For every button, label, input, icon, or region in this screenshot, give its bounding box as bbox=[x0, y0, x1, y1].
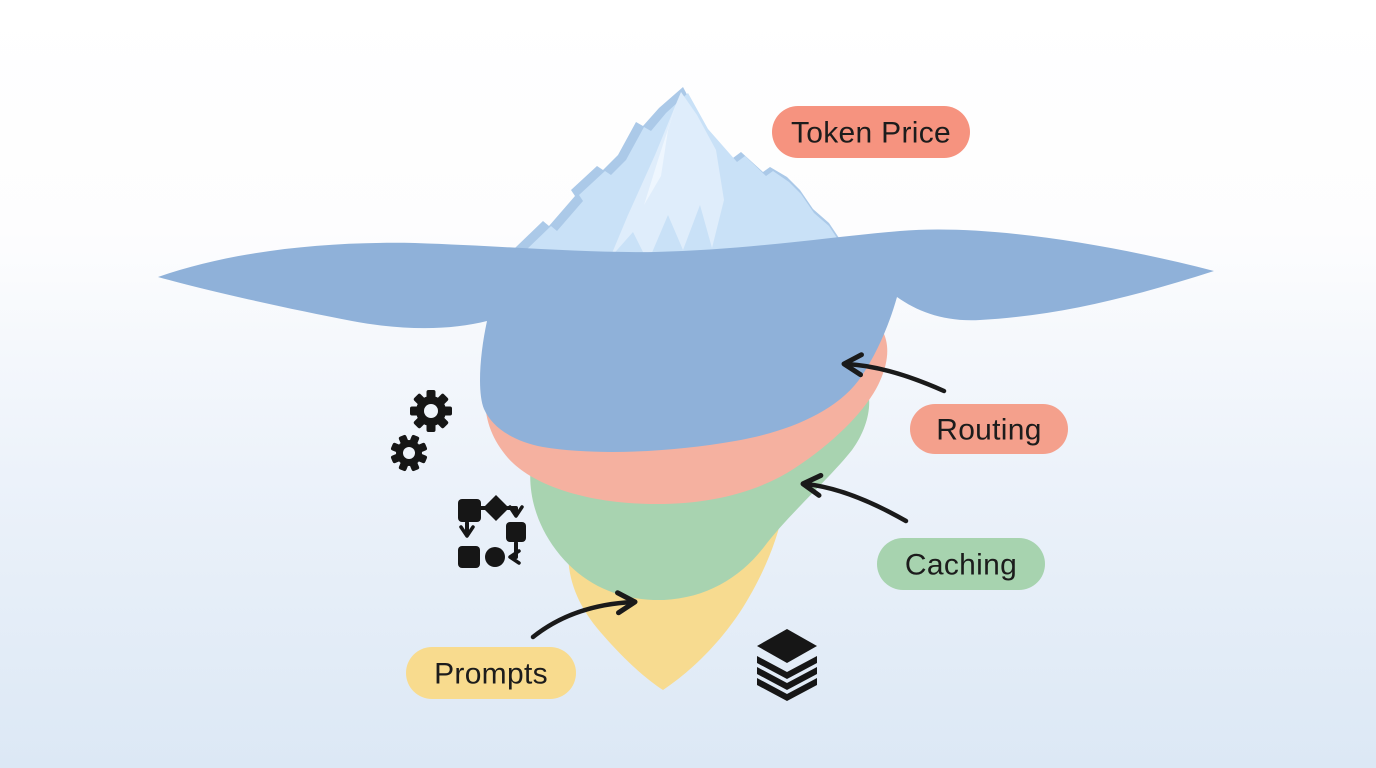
caching-badge: Caching bbox=[877, 538, 1045, 590]
routing-badge: Routing bbox=[910, 404, 1068, 454]
arrows bbox=[530, 352, 947, 640]
iceberg-tip-facet bbox=[610, 92, 724, 262]
flowchart-icon bbox=[458, 495, 526, 568]
token-price-badge: Token Price bbox=[772, 106, 970, 158]
caching-label: Caching bbox=[905, 549, 1017, 582]
iceberg-tip-highlight bbox=[644, 95, 679, 205]
water-shape bbox=[158, 229, 1214, 452]
caching-badge-bg bbox=[877, 538, 1045, 590]
token-price-badge-bg bbox=[772, 106, 970, 158]
routing-label: Routing bbox=[936, 414, 1042, 447]
gear-large bbox=[410, 390, 452, 432]
iceberg-tip bbox=[488, 87, 872, 284]
prompts-badge-bg bbox=[406, 647, 576, 699]
token-price-label: Token Price bbox=[791, 117, 951, 150]
caching-arrow bbox=[800, 472, 909, 524]
prompts-arrow bbox=[530, 590, 638, 640]
prompts-badge: Prompts bbox=[406, 647, 576, 699]
routing-badge-bg bbox=[910, 404, 1068, 454]
prompts-label: Prompts bbox=[434, 658, 548, 691]
gear-small bbox=[390, 434, 428, 472]
layers-icon bbox=[757, 629, 817, 701]
gears-icon bbox=[390, 390, 452, 472]
routing-arrow bbox=[841, 352, 947, 394]
